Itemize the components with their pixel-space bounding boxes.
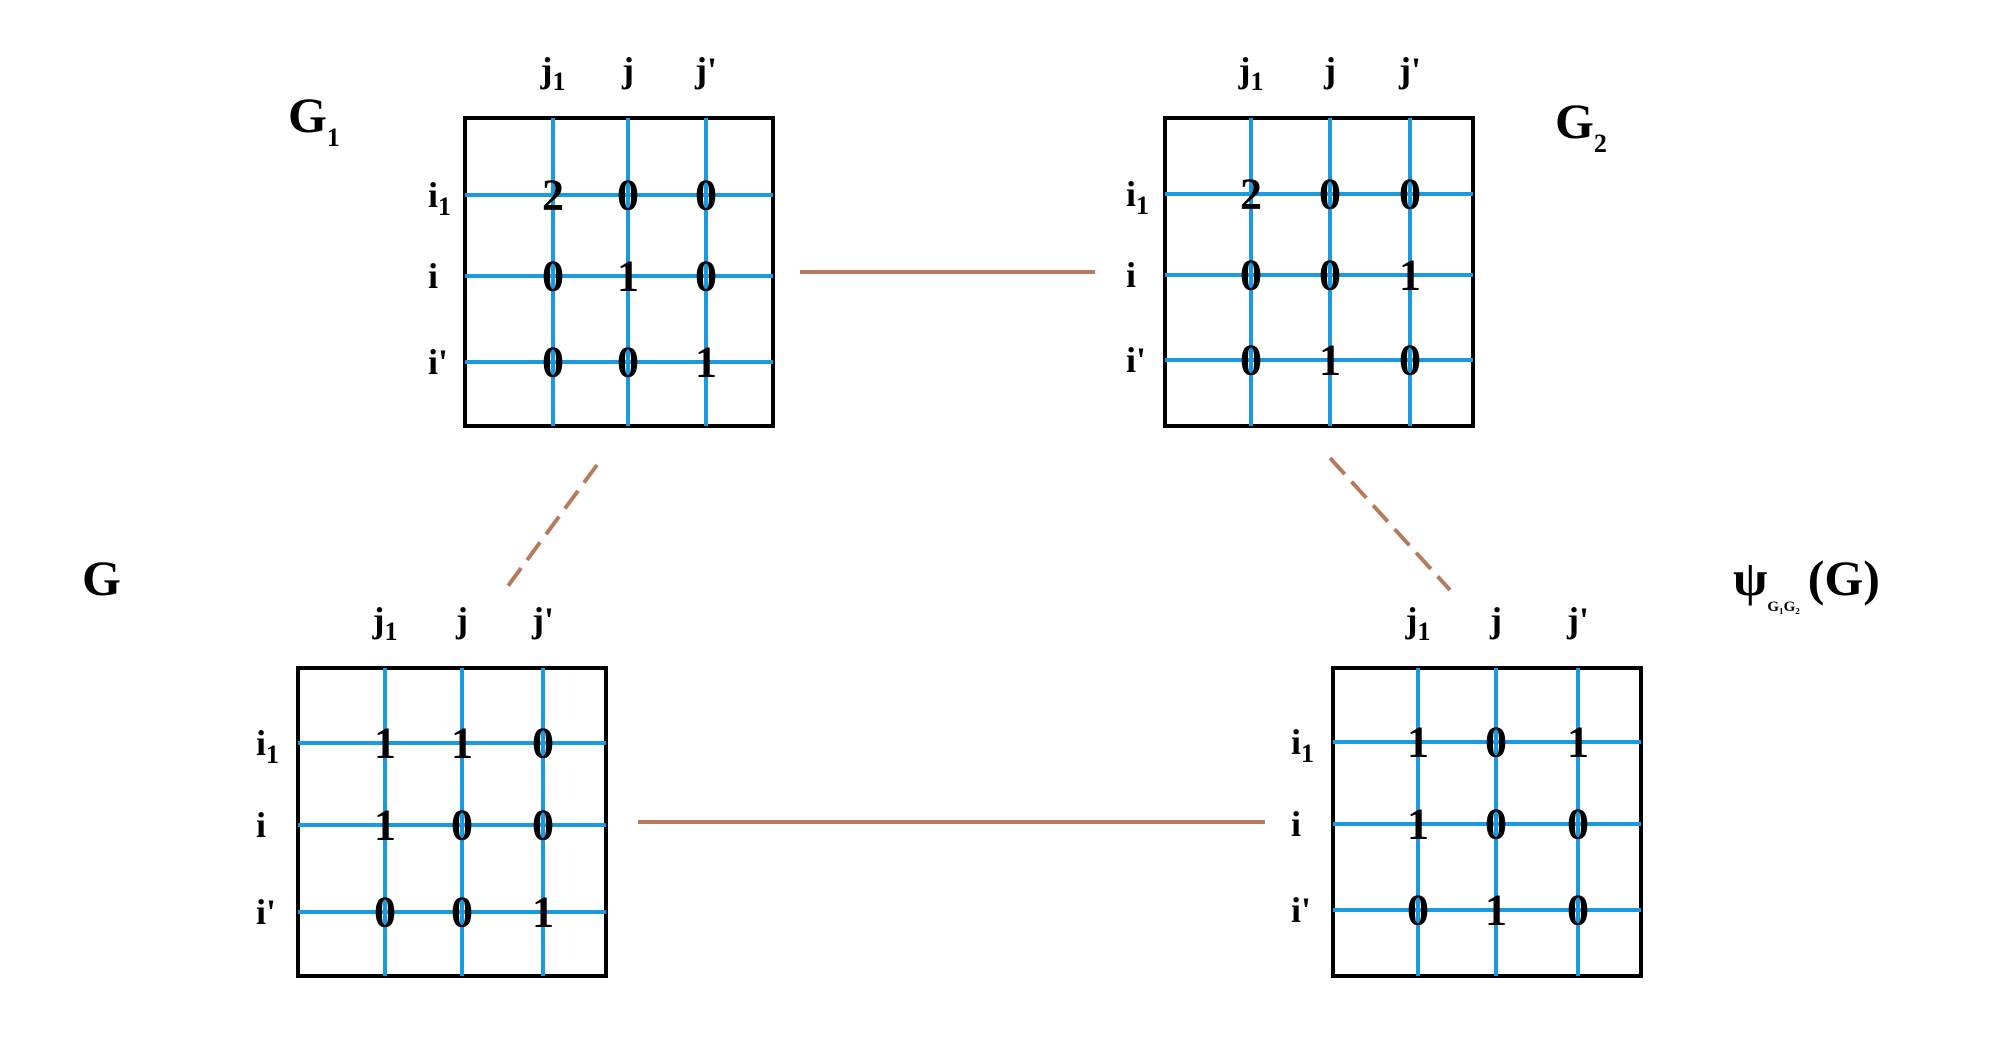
connector-g2-psi — [1328, 456, 1452, 592]
matrix-cell: 1 — [532, 888, 554, 937]
row-label: i' — [1291, 890, 1311, 930]
matrix-psi: ψG₁G₂(G) j1 j j' i1 i i' 1 0 1 1 0 0 0 1 0 — [1291, 550, 1880, 978]
matrix-title: ψG₁G₂(G) — [1733, 550, 1880, 615]
matrix-cell: 0 — [532, 801, 554, 850]
row-label: i — [256, 805, 266, 845]
matrix-title: G2 — [1555, 93, 1607, 158]
matrix-cell: 1 — [1407, 718, 1429, 767]
column-label: j1 — [372, 600, 398, 646]
column-label: j1 — [1238, 50, 1264, 96]
matrix-cell: 1 — [617, 252, 639, 301]
row-label: i — [1126, 255, 1136, 295]
row-label: i' — [1126, 340, 1146, 380]
row-label: i1 — [428, 175, 451, 221]
column-label: j1 — [540, 50, 566, 96]
connector-g1-g — [503, 463, 599, 592]
matrix-cell: 2 — [542, 171, 564, 220]
matrix-cell: 0 — [1319, 170, 1341, 219]
row-label: i1 — [256, 723, 279, 769]
matrix-cell: 0 — [617, 338, 639, 387]
matrix-cell: 0 — [451, 888, 473, 937]
column-label: j' — [694, 50, 717, 90]
matrix-cell: 0 — [1407, 886, 1429, 935]
column-label: j — [1323, 50, 1336, 90]
matrix-cell: 1 — [1407, 800, 1429, 849]
matrix-frame — [1163, 116, 1475, 428]
matrix-cell: 1 — [695, 338, 717, 387]
matrix-cell: 0 — [1240, 336, 1262, 385]
matrix-cell: 1 — [451, 719, 473, 768]
matrix-cell: 0 — [617, 171, 639, 220]
row-label: i' — [256, 892, 276, 932]
row-label: i — [428, 256, 438, 296]
matrix-cell: 0 — [374, 888, 396, 937]
row-label: i — [1291, 804, 1301, 844]
matrix-cell: 0 — [1319, 251, 1341, 300]
column-label: j' — [1566, 600, 1589, 640]
matrix-g2: G2 j1 j j' i1 i i' 2 0 0 0 0 1 0 1 0 — [1126, 50, 1607, 428]
row-label: i1 — [1291, 722, 1314, 768]
row-label: i' — [428, 342, 448, 382]
column-label: j' — [531, 600, 554, 640]
matrix-cell: 0 — [532, 719, 554, 768]
matrix-title: G1 — [288, 87, 340, 152]
matrix-cell: 0 — [695, 252, 717, 301]
matrix-frame — [296, 666, 608, 978]
connectors — [503, 270, 1452, 824]
matrix-cell: 0 — [695, 171, 717, 220]
matrix-cell: 2 — [1240, 170, 1262, 219]
column-label: j1 — [1405, 600, 1431, 646]
matrix-cell: 0 — [1485, 718, 1507, 767]
matrix-cell: 1 — [1319, 336, 1341, 385]
matrix-cell: 0 — [1567, 886, 1589, 935]
matrix-g1: G1 j1 j j' i1 i i' 2 0 0 0 1 0 0 0 1 — [288, 50, 775, 428]
matrix-cell: 1 — [1485, 886, 1507, 935]
matrix-cell: 0 — [542, 252, 564, 301]
matrix-g: Gj1 j j' i1 i i' 1 1 0 1 0 0 0 0 1 — [82, 550, 608, 978]
matrix-cell: 1 — [374, 719, 396, 768]
matrix-cell: 0 — [1399, 336, 1421, 385]
matrix-cell: 0 — [1485, 800, 1507, 849]
column-label: j — [455, 600, 468, 640]
matrix-cell: 0 — [451, 801, 473, 850]
matrix-cell: 0 — [1567, 800, 1589, 849]
matrix-cell: 1 — [1399, 251, 1421, 300]
matrix-title: G — [82, 550, 121, 606]
matrix-frame — [463, 116, 775, 428]
matrix-cell: 1 — [1567, 718, 1589, 767]
row-label: i1 — [1126, 174, 1149, 220]
matrix-cell: 0 — [1399, 170, 1421, 219]
matrix-cell: 1 — [374, 801, 396, 850]
column-label: j — [621, 50, 634, 90]
matrix-cell: 0 — [1240, 251, 1262, 300]
column-label: j' — [1398, 50, 1421, 90]
matrix-cell: 0 — [542, 338, 564, 387]
column-label: j — [1489, 600, 1502, 640]
